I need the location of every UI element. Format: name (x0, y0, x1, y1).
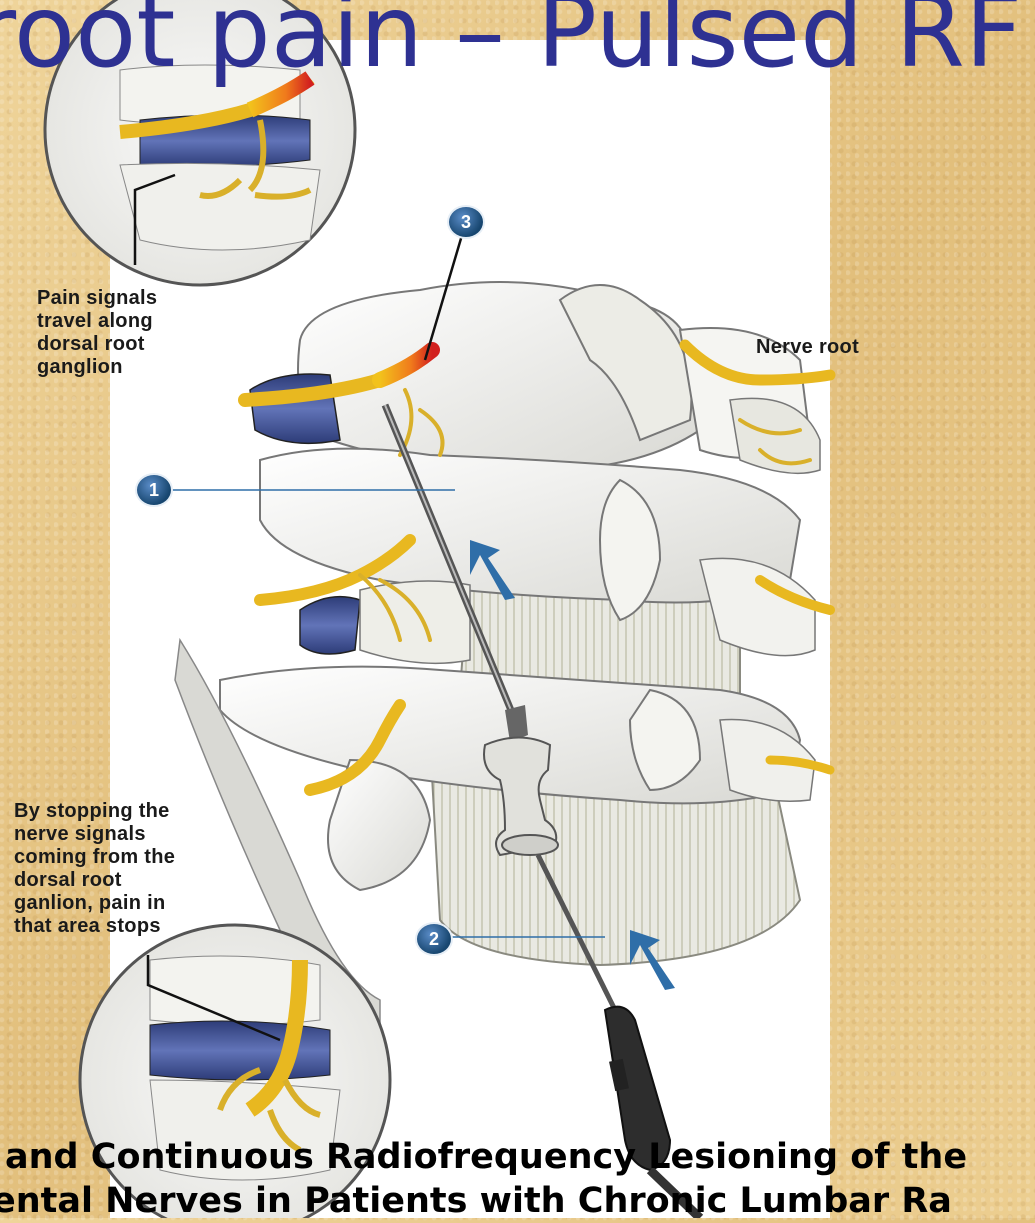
caption-line-2: ental Nerves in Patients with Chronic Lu… (0, 1179, 952, 1223)
pain-signals-line: travel along (37, 310, 157, 333)
pain-signals-line: Pain signals (37, 287, 157, 310)
pain-signals-label: Pain signals travel along dorsal root ga… (37, 287, 157, 379)
marker-2-badge: 2 (415, 922, 453, 956)
stopping-signals-label: By stopping the nerve signals coming fro… (14, 800, 175, 938)
stopping-line: that area stops (14, 915, 175, 938)
stopping-line: nerve signals (14, 823, 175, 846)
nerve-root-label: Nerve root (756, 336, 859, 359)
marker-1-badge: 1 (135, 473, 173, 507)
pain-signals-line: dorsal root (37, 333, 157, 356)
stopping-line: coming from the (14, 846, 175, 869)
stopping-line: dorsal root (14, 869, 175, 892)
stopping-line: ganlion, pain in (14, 892, 175, 915)
marker-3-badge: 3 (447, 205, 485, 239)
pain-signals-line: ganglion (37, 356, 157, 379)
slide-title: root pain – Pulsed RF (0, 0, 1022, 92)
caption-line-1: and Continuous Radiofrequency Lesioning … (5, 1135, 967, 1179)
stopping-line: By stopping the (14, 800, 175, 823)
